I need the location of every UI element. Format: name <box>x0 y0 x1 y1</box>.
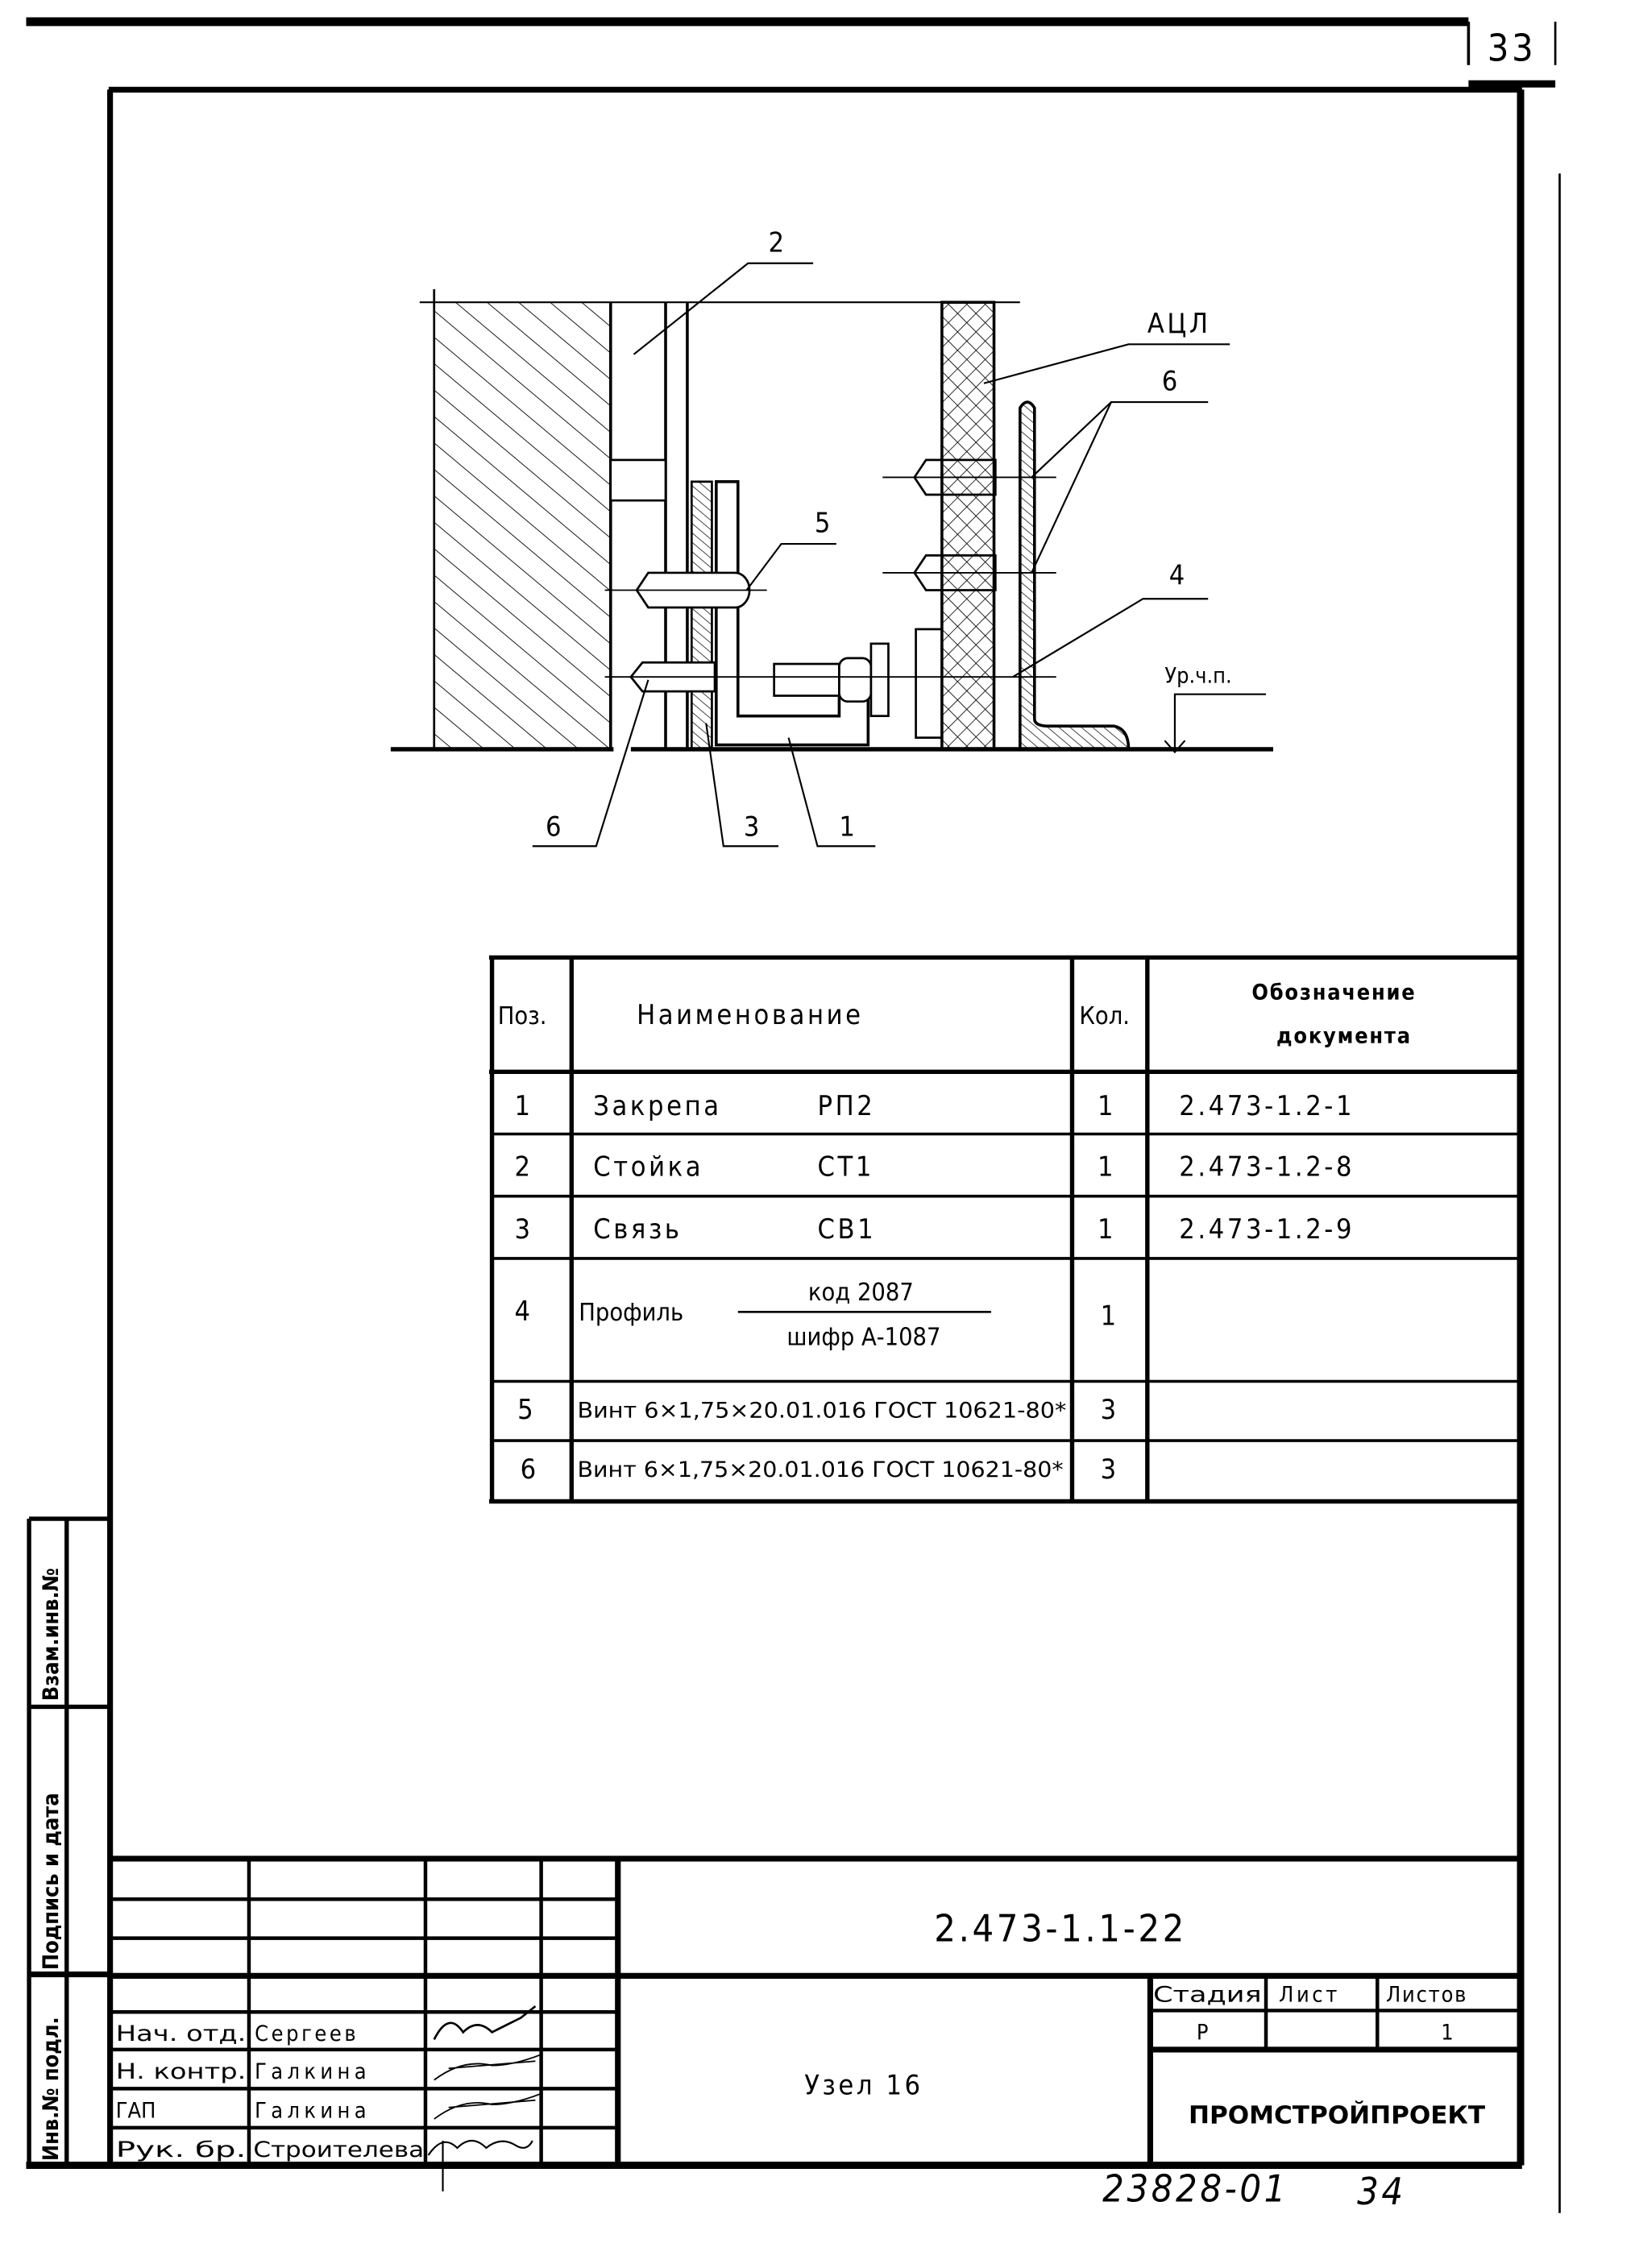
row-qty: 1 <box>1098 1213 1116 1246</box>
header-pos: Поз. <box>498 1002 547 1030</box>
row-qty: 3 <box>1101 1453 1119 1486</box>
signer-row: Нач. отд. Сергеев <box>116 2005 537 2046</box>
callout-1: 1 <box>839 811 857 844</box>
row-mark: СТ1 <box>818 1151 874 1184</box>
row-pos: 6 <box>521 1453 539 1486</box>
row-pos: 4 <box>514 1296 533 1328</box>
podpis-data-label: Подпись и дата <box>39 1793 64 1970</box>
table-row: 5 Винт 6×1,75×20.01.016 ГОСТ 10621-80* 3 <box>517 1394 1119 1426</box>
row-name: Профиль <box>579 1299 683 1327</box>
row-qty: 3 <box>1101 1394 1119 1426</box>
signer-role: Н. контр. <box>116 2059 247 2084</box>
callout-2: 2 <box>768 226 786 259</box>
drawing-title: Узел 16 <box>804 2070 923 2102</box>
row-name: Винт 6×1,75×20.01.016 ГОСТ 10621-80* <box>577 1398 1066 1423</box>
sheets-value: 1 <box>1441 2020 1453 2045</box>
signature <box>434 2053 543 2081</box>
row-name: Закрепа <box>593 1090 721 1122</box>
row-name: Стойка <box>593 1151 703 1184</box>
signer-name: Строителева <box>253 2137 424 2162</box>
callout-6-right: 6 <box>1162 366 1181 398</box>
header-name: Наименование <box>637 999 864 1031</box>
page-stamp: 34 <box>1357 2171 1406 2214</box>
table-row: 2 Стойка СТ1 1 2.473-1.2-8 <box>514 1151 1355 1184</box>
row-mark: РП2 <box>818 1090 876 1122</box>
signer-role: Нач. отд. <box>116 2021 247 2046</box>
signer-name: Галкина <box>255 2098 371 2123</box>
side-strip: Взам.инв.№ Подпись и дата Инв.№ подл. <box>26 1516 1522 2170</box>
row-qty: 1 <box>1101 1300 1119 1332</box>
callout-3: 3 <box>744 811 762 844</box>
header-doc-1: Обозначение <box>1251 981 1416 1005</box>
signer-row: Рук. бр. Строителева <box>116 2137 533 2191</box>
callout-acl: АЦЛ <box>1147 308 1211 340</box>
title-block: 2.473-1.1-22 Узел 16 Стадия Лист Листов … <box>110 1855 1522 2191</box>
row-pos: 2 <box>514 1151 533 1184</box>
signature <box>427 2139 533 2191</box>
signer-role: Рук. бр. <box>116 2137 247 2162</box>
row-mark-bottom: шифр А-1087 <box>786 1324 940 1352</box>
row-doc: 2.473-1.2-8 <box>1179 1151 1355 1184</box>
table-row: 1 Закрепа РП2 1 2.473-1.2-1 <box>514 1090 1355 1122</box>
row-mark-top: код 2087 <box>808 1279 914 1307</box>
inv-podl-label: Инв.№ подл. <box>39 2017 64 2161</box>
stage-value: Р <box>1197 2020 1209 2045</box>
callout-6-left: 6 <box>546 811 564 844</box>
signer-row: Н. контр. Галкина <box>116 2053 543 2084</box>
row-name: Связь <box>593 1213 682 1246</box>
archive-number: 23828-01 <box>1102 2167 1288 2211</box>
row-name: Винт 6×1,75×20.01.016 ГОСТ 10621-80* <box>577 1457 1063 1482</box>
signature <box>434 2092 543 2120</box>
specification-table: Поз. Наименование Кол. Обозначение докум… <box>488 955 1522 1504</box>
signature <box>433 2005 537 2040</box>
sheets-label: Листов <box>1386 1983 1467 2008</box>
row-doc: 2.473-1.2-9 <box>1179 1213 1355 1246</box>
organization: ПРОМСТРОЙПРОЕКТ <box>1189 2100 1485 2129</box>
row-qty: 1 <box>1098 1151 1116 1184</box>
row-pos: 5 <box>517 1394 536 1426</box>
table-row: 6 Винт 6×1,75×20.01.016 ГОСТ 10621-80* 3 <box>521 1453 1119 1486</box>
header-doc-2: документа <box>1276 1023 1412 1048</box>
signer-name: Сергеев <box>255 2021 359 2046</box>
sheet-number: 33 <box>1488 27 1537 70</box>
callout-4: 4 <box>1169 559 1188 591</box>
row-qty: 1 <box>1098 1090 1116 1122</box>
doc-code: 2.473-1.1-22 <box>934 1907 1187 1951</box>
sheet-label: Лист <box>1279 1983 1340 2008</box>
header-qty: Кол. <box>1079 1002 1130 1030</box>
callout-5: 5 <box>815 508 833 540</box>
vzam-inv-label: Взам.инв.№ <box>39 1568 64 1701</box>
table-row: 4 Профиль код 2087 шифр А-1087 1 <box>514 1279 1119 1352</box>
stage-label: Стадия <box>1153 1983 1262 2008</box>
table-row: 3 Связь СВ1 1 2.473-1.2-9 <box>514 1213 1355 1246</box>
row-doc: 2.473-1.2-1 <box>1179 1090 1355 1122</box>
signer-row: ГАП Галкина <box>116 2092 543 2123</box>
signer-name: Галкина <box>255 2059 371 2084</box>
row-pos: 3 <box>514 1213 533 1246</box>
sheet-frame <box>26 17 1561 2213</box>
row-mark: СВ1 <box>818 1213 877 1246</box>
section-drawing: 2 АЦЛ 6 5 4 Ур.ч.п. 6 3 1 <box>390 226 1274 848</box>
row-pos: 1 <box>514 1090 533 1122</box>
callout-floor-level: Ур.ч.п. <box>1164 663 1231 688</box>
signer-role: ГАП <box>116 2098 156 2123</box>
